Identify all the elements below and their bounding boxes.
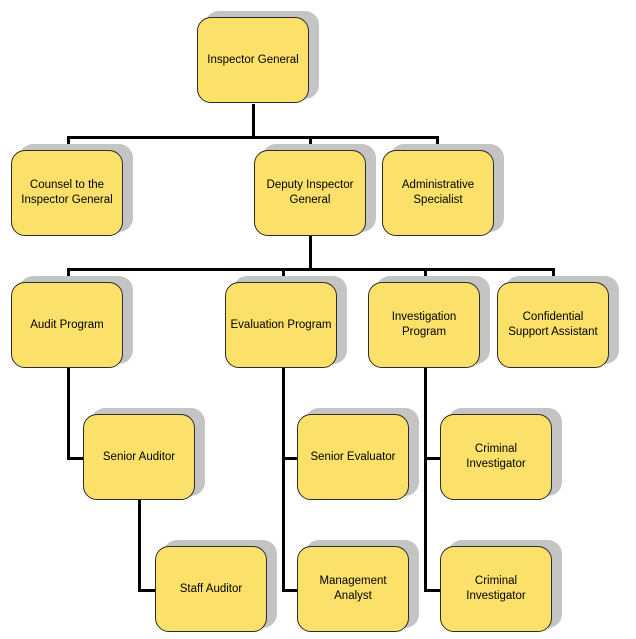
node-criminal-investigator-2: Criminal Investigator <box>440 540 562 634</box>
node-counsel: Counsel to the Inspector General <box>11 144 133 238</box>
node-label: Criminal Investigator <box>440 546 552 632</box>
node-senior-auditor: Senior Auditor <box>83 408 205 502</box>
connector-to-criminal-investigator-2 <box>424 589 440 592</box>
node-label: Audit Program <box>11 282 123 368</box>
connector-ig-down <box>252 104 255 138</box>
node-confidential-support-assistant: Confidential Support Assistant <box>497 276 619 370</box>
node-label: Senior Auditor <box>83 414 195 500</box>
connector-to-evaluation <box>282 268 285 282</box>
connector-evaluation-down <box>282 368 285 592</box>
node-management-analyst: Management Analyst <box>297 540 419 634</box>
connector-to-criminal-investigator-1 <box>424 457 440 460</box>
node-label: Investigation Program <box>368 282 480 368</box>
node-label: Confidential Support Assistant <box>497 282 609 368</box>
node-evaluation-program: Evaluation Program <box>225 276 347 370</box>
node-label: Inspector General <box>197 17 309 103</box>
connector-to-counsel <box>67 136 70 150</box>
node-senior-evaluator: Senior Evaluator <box>297 408 419 502</box>
node-label: Senior Evaluator <box>297 414 409 500</box>
node-staff-auditor: Staff Auditor <box>155 540 277 634</box>
connector-investigation-down <box>424 368 427 592</box>
connector-senior-auditor-down <box>138 500 141 592</box>
node-label: Deputy Inspector General <box>254 150 366 236</box>
connector-to-audit <box>67 268 70 282</box>
connector-deputy-down <box>309 236 312 270</box>
connector-to-management-analyst <box>282 589 297 592</box>
node-label: Management Analyst <box>297 546 409 632</box>
connector-to-investigation <box>424 268 427 282</box>
connector-to-senior-auditor <box>67 457 83 460</box>
connector-to-confidential <box>552 268 555 282</box>
node-criminal-investigator-1: Criminal Investigator <box>440 408 562 502</box>
connector-to-deputy <box>309 136 312 150</box>
node-label: Administrative Specialist <box>382 150 494 236</box>
node-label: Counsel to the Inspector General <box>11 150 123 236</box>
connector-level2-bar <box>67 268 555 271</box>
node-administrative-specialist: Administrative Specialist <box>382 144 504 238</box>
node-label: Criminal Investigator <box>440 414 552 500</box>
node-deputy-inspector-general: Deputy Inspector General <box>254 144 376 238</box>
node-label: Staff Auditor <box>155 546 267 632</box>
connector-to-staff-auditor <box>138 589 155 592</box>
node-label: Evaluation Program <box>225 282 337 368</box>
node-inspector-general: Inspector General <box>197 11 319 105</box>
node-audit-program: Audit Program <box>11 276 133 370</box>
connector-audit-down <box>67 368 70 460</box>
connector-to-senior-evaluator <box>282 457 297 460</box>
node-investigation-program: Investigation Program <box>368 276 490 370</box>
connector-to-admin <box>436 136 439 150</box>
connector-level1-bar <box>67 136 439 139</box>
